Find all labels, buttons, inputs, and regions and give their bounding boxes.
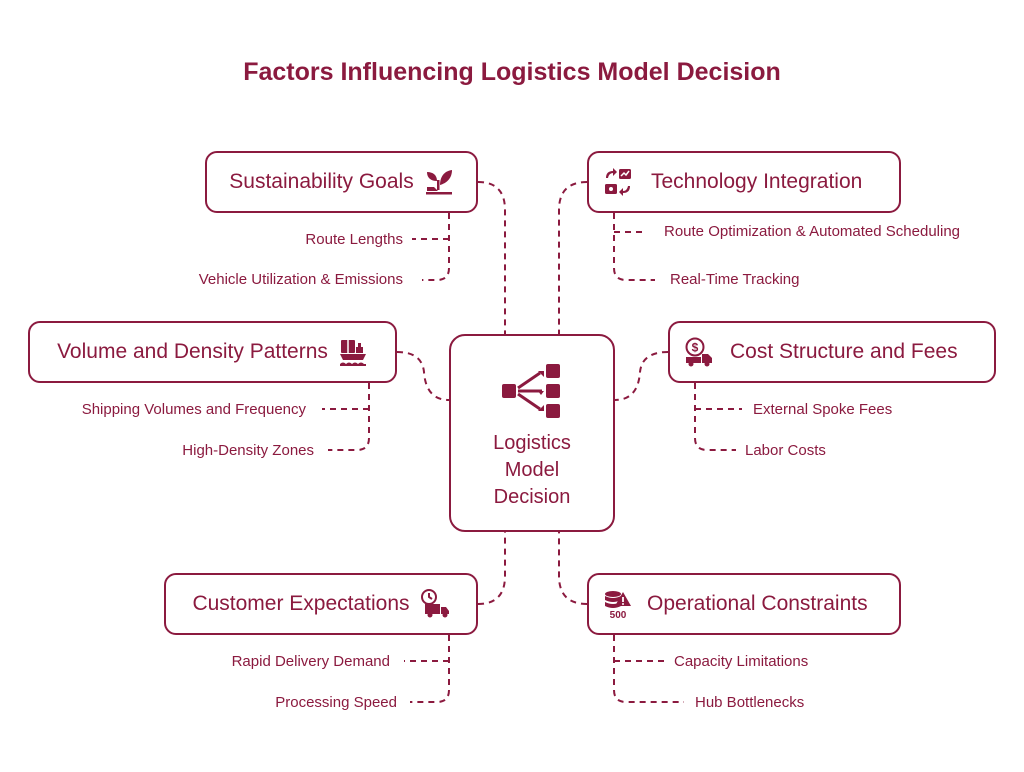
node-operational: 500 Operational Constraints (587, 573, 901, 635)
connector-customer (477, 532, 506, 605)
connector-sustainability (477, 181, 506, 334)
node-customer-label: Customer Expectations (192, 592, 410, 615)
money-truck-icon: $ (685, 337, 712, 367)
diagram-title: Factors Influencing Logistics Model Deci… (243, 58, 781, 86)
sub-connector-customer (404, 635, 450, 703)
sub-connector-technology (613, 213, 655, 281)
connector-technology (558, 181, 588, 334)
sub-connector-cost (694, 383, 742, 451)
sub-external-spoke-fees: External Spoke Fees (753, 401, 893, 418)
flow-network-icon (502, 364, 560, 418)
cargo-ship-icon (339, 340, 366, 366)
sub-route-lengths: Route Lengths (305, 231, 403, 248)
sub-capacity-limitations: Capacity Limitations (674, 653, 809, 670)
sub-processing-speed: Processing Speed (275, 694, 397, 711)
connector-operational (558, 532, 588, 605)
node-technology: Technology Integration (587, 151, 901, 213)
eco-plant-icon (425, 170, 452, 195)
sub-connector-operational (613, 635, 684, 703)
icon-500-text: 500 (610, 610, 627, 619)
node-sustainability: Sustainability Goals (205, 151, 478, 213)
node-operational-label: Operational Constraints (647, 592, 868, 615)
connector-cost (614, 351, 669, 401)
node-volume: Volume and Density Patterns (28, 321, 397, 383)
sub-vehicle-utilization: Vehicle Utilization & Emissions (198, 271, 403, 288)
center-node: Logistics Model Decision (449, 334, 615, 532)
center-line-2: Model (504, 459, 560, 481)
sub-connector-volume (322, 383, 370, 451)
delivery-clock-icon (420, 589, 449, 618)
node-cost-label: Cost Structure and Fees (730, 340, 958, 363)
sub-route-optimization: Route Optimization & Automated Schedulin… (664, 223, 961, 240)
center-line-1: Logistics (493, 432, 571, 454)
node-technology-label: Technology Integration (651, 170, 863, 193)
node-cost: $ Cost Structure and Fees (668, 321, 996, 383)
sub-labor-costs: Labor Costs (745, 442, 826, 459)
center-label: Logistics Model Decision (493, 430, 571, 511)
sub-rapid-delivery: Rapid Delivery Demand (231, 653, 390, 670)
center-line-3: Decision (493, 486, 571, 508)
sub-shipping-volumes: Shipping Volumes and Frequency (81, 401, 306, 418)
connector-volume (396, 351, 450, 401)
node-customer: Customer Expectations (164, 573, 478, 635)
node-volume-label: Volume and Density Patterns (57, 340, 328, 363)
node-sustainability-label: Sustainability Goals (229, 170, 414, 193)
sub-hub-bottlenecks: Hub Bottlenecks (695, 694, 805, 711)
sub-real-time-tracking: Real-Time Tracking (670, 271, 800, 288)
tech-integration-icon (605, 168, 631, 196)
capacity-warning-icon: 500 (605, 591, 631, 619)
sub-high-density-zones: High-Density Zones (182, 442, 314, 459)
svg-text:$: $ (692, 341, 699, 355)
sub-connector-sustainability (412, 213, 450, 281)
